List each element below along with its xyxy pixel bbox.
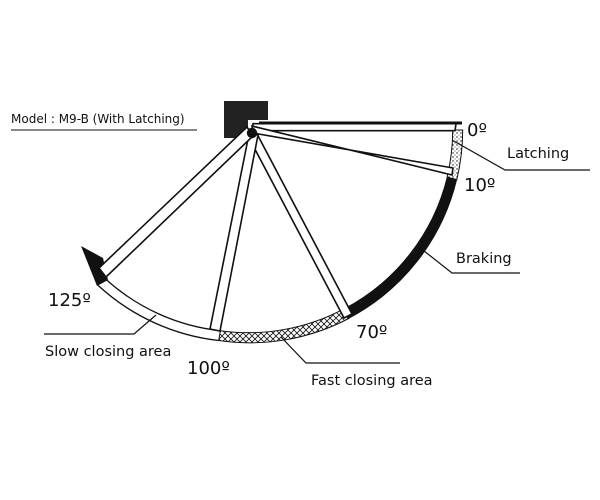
slow-closing-track (104, 278, 221, 332)
braking-leader (418, 246, 520, 274)
angle-label-0: 0º (467, 120, 487, 141)
angle-label-10: 10º (464, 175, 495, 196)
braking-zone (343, 176, 458, 319)
slow-closing-label: Slow closing area (45, 344, 171, 360)
angle-label-70: 70º (356, 322, 387, 343)
slow-closing-leader (44, 314, 157, 335)
fast-closing-leader (280, 336, 400, 364)
direction-arrow-icon (81, 246, 108, 286)
hinge-pivot (246, 127, 258, 139)
angle-label-125: 125º (48, 290, 91, 311)
latching-label: Latching (507, 146, 569, 162)
fast-closing-label: Fast closing area (311, 373, 433, 389)
latching-leader (451, 139, 590, 171)
model-label: Model : M9-B (With Latching) (11, 112, 185, 126)
slow-closing-track-outer (97, 285, 219, 342)
fast-closing-zone (218, 308, 350, 344)
door-panel-0 (251, 122, 457, 132)
angle-label-100: 100º (187, 358, 230, 379)
door-panel-70 (246, 130, 354, 320)
door-panel-10 (251, 124, 454, 176)
braking-label: Braking (456, 251, 512, 267)
